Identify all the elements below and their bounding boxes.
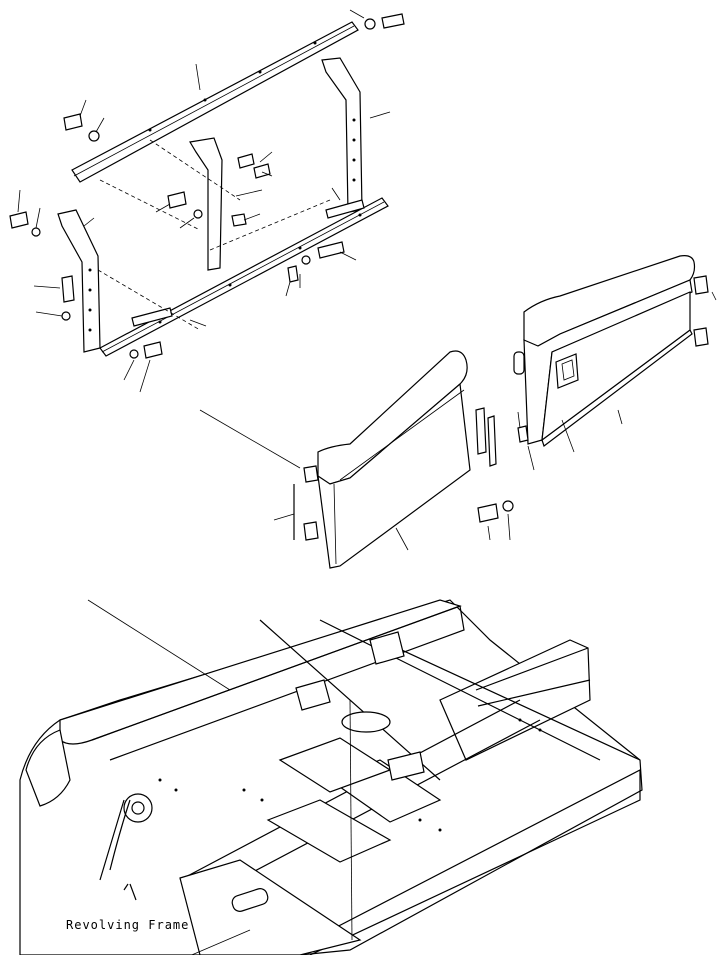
bolt-set [9, 13, 405, 359]
left-door-panel [293, 350, 471, 569]
diagram-caption: Revolving Frame [66, 918, 190, 932]
door-hardware [475, 351, 529, 523]
callout-leaders-top [17, 9, 391, 393]
frame-rivets [158, 718, 542, 832]
callout-leaders-middle [199, 291, 717, 551]
upper-support-frame [57, 21, 389, 357]
right-door-panel [523, 255, 709, 447]
revolving-frame [19, 599, 643, 955]
